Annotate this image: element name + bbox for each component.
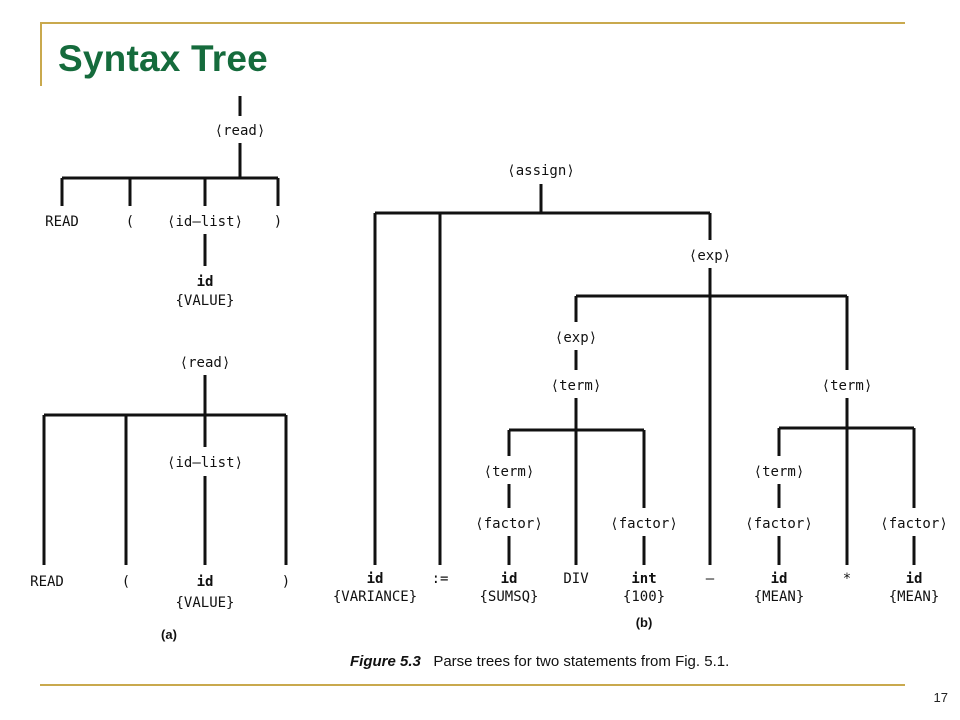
leaf-minus: – xyxy=(706,571,715,587)
node-id-list: ⟨id–list⟩ xyxy=(167,455,243,471)
node-id: id xyxy=(197,274,214,290)
caption-label: Figure 5.3 xyxy=(350,653,422,670)
node-term-rl: ⟨term⟩ xyxy=(754,464,805,480)
node-factor-ll: ⟨factor⟩ xyxy=(475,516,542,532)
tree-a-top: ⟨read⟩ READ ( ⟨id–list⟩ ) id {VALUE} xyxy=(45,96,282,309)
panel-b-label: (b) xyxy=(636,615,653,630)
leaf-assign-op: := xyxy=(432,571,449,587)
left-accent-rule xyxy=(40,22,42,86)
node-value: {VALUE} xyxy=(175,595,234,611)
leaf-mean2: {MEAN} xyxy=(889,589,940,605)
leaf-int-value: {100} xyxy=(623,589,665,605)
node-id-list: ⟨id–list⟩ xyxy=(167,214,243,230)
node-lparen: ( xyxy=(126,214,134,230)
node-rparen: ) xyxy=(274,214,282,230)
figure-caption: Figure 5.3 Parse trees for two statement… xyxy=(350,653,729,670)
bottom-rule xyxy=(40,684,905,686)
node-read: READ xyxy=(45,214,79,230)
node-value: {VALUE} xyxy=(175,293,234,309)
node-term-mid: ⟨term⟩ xyxy=(551,378,602,394)
leaf-sumsq: {SUMSQ} xyxy=(479,589,538,605)
page-number: 17 xyxy=(933,690,948,705)
leaf-int: int xyxy=(631,571,656,587)
node-read: READ xyxy=(30,574,64,590)
leaf-times: * xyxy=(843,571,851,587)
node-term-right: ⟨term⟩ xyxy=(822,378,873,394)
leaf-id-mean1: id xyxy=(771,571,788,587)
node-read-root: ⟨read⟩ xyxy=(215,123,266,139)
node-exp-top: ⟨exp⟩ xyxy=(689,248,731,264)
leaf-div: DIV xyxy=(563,571,589,587)
caption-text: Parse trees for two statements from Fig.… xyxy=(433,653,729,670)
node-term-ll: ⟨term⟩ xyxy=(484,464,535,480)
panel-a-label: (a) xyxy=(161,627,177,642)
node-exp-left: ⟨exp⟩ xyxy=(555,330,597,346)
node-factor-int: ⟨factor⟩ xyxy=(610,516,677,532)
leaf-id-sumsq: id xyxy=(501,571,518,587)
tree-b: ⟨assign⟩ ⟨exp⟩ ⟨exp⟩ ⟨term⟩ ⟨term⟩ ⟨term… xyxy=(333,163,948,630)
node-assign: ⟨assign⟩ xyxy=(507,163,574,179)
top-rule xyxy=(40,22,905,24)
slide-title: Syntax Tree xyxy=(58,38,268,79)
node-rparen: ) xyxy=(282,574,290,590)
tree-a-bottom: ⟨read⟩ ⟨id–list⟩ READ ( id {VALUE} ) (a) xyxy=(30,355,290,642)
leaf-id-variance: id xyxy=(367,571,384,587)
leaf-variance: {VARIANCE} xyxy=(333,589,417,605)
node-factor-rl: ⟨factor⟩ xyxy=(745,516,812,532)
leaf-mean1: {MEAN} xyxy=(754,589,805,605)
node-factor-rr: ⟨factor⟩ xyxy=(880,516,947,532)
node-id: id xyxy=(197,574,214,590)
leaf-id-mean2: id xyxy=(906,571,923,587)
node-lparen: ( xyxy=(122,574,130,590)
node-read-root: ⟨read⟩ xyxy=(180,355,231,371)
